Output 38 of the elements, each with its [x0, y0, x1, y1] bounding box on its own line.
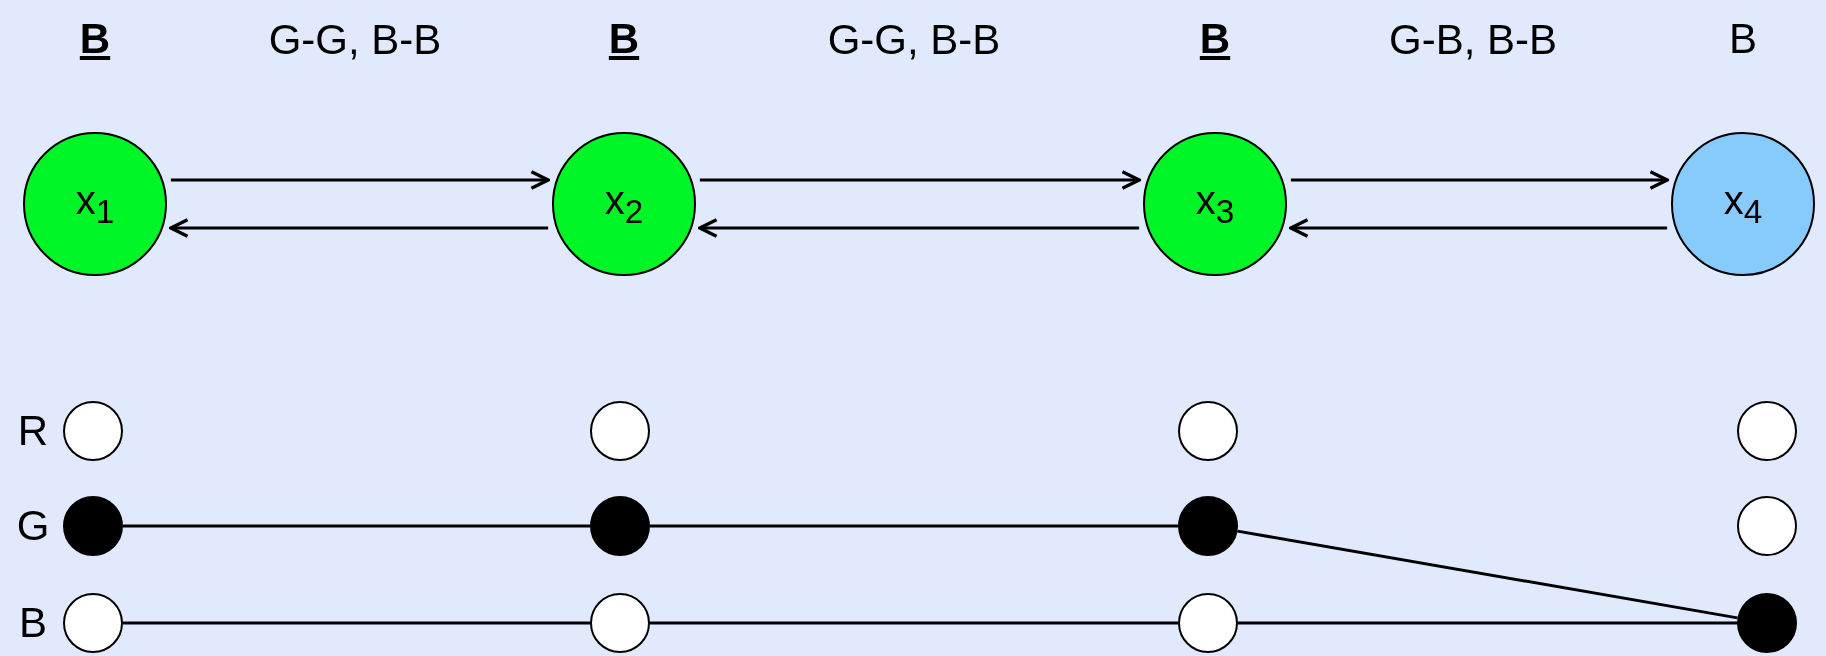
- row-label: R: [17, 410, 49, 452]
- state-label: x$_{3}$: [1195, 179, 1235, 229]
- state-label: x$_{4}$: [1723, 179, 1763, 229]
- connector-line: [123, 524, 590, 528]
- arrow: [698, 218, 1140, 238]
- filled-dot: [63, 496, 123, 556]
- state-caption: B: [1729, 18, 1757, 60]
- connector-line: [1238, 621, 1737, 625]
- row-label: B: [19, 602, 47, 644]
- transition-label: G-B, B-B: [1389, 19, 1557, 61]
- state-caption: B: [79, 18, 111, 60]
- transition-label: G-G, B-B: [268, 19, 442, 61]
- arrow: [1290, 170, 1669, 190]
- arrow: [1289, 218, 1668, 238]
- arrow: [169, 218, 549, 238]
- empty-dot: [63, 401, 123, 461]
- state-caption: B: [608, 18, 640, 60]
- connector-line: [650, 621, 1178, 625]
- connector-line: [1237, 529, 1738, 620]
- empty-dot: [590, 593, 650, 653]
- connector-line: [123, 621, 590, 625]
- empty-dot: [1178, 401, 1238, 461]
- connector-line: [650, 524, 1178, 528]
- state-label: x$_{1}$: [75, 179, 115, 229]
- empty-dot: [1737, 496, 1797, 556]
- transition-label: G-G, B-B: [827, 19, 1001, 61]
- filled-dot: [1178, 496, 1238, 556]
- empty-dot: [63, 593, 123, 653]
- empty-dot: [590, 401, 650, 461]
- filled-dot: [1737, 593, 1797, 653]
- row-label: G: [16, 505, 50, 547]
- arrow: [170, 170, 550, 190]
- arrow: [699, 170, 1141, 190]
- empty-dot: [1178, 593, 1238, 653]
- state-label: x$_{2}$: [604, 179, 644, 229]
- filled-dot: [590, 496, 650, 556]
- state-caption: B: [1199, 18, 1231, 60]
- empty-dot: [1737, 401, 1797, 461]
